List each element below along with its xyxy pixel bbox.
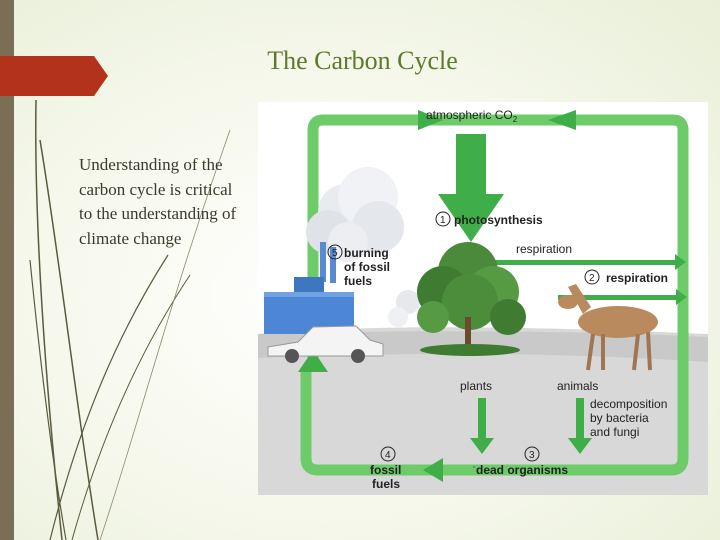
- slide-title: The Carbon Cycle: [240, 46, 485, 76]
- step-1-number: 1: [440, 215, 446, 226]
- dead-organisms-label: dead organisms: [476, 463, 568, 477]
- plant-respiration-label: respiration: [516, 242, 572, 256]
- title-tab-shape: [0, 56, 108, 96]
- burning-label-line3: fuels: [344, 274, 372, 288]
- step-4-number: 4: [385, 450, 391, 461]
- step-3-number: 3: [529, 450, 535, 461]
- animal-respiration-label: respiration: [606, 271, 668, 285]
- svg-text:atmospheric CO2: atmospheric CO2: [426, 108, 518, 124]
- slide-body-text: Understanding of the carbon cycle is cri…: [79, 153, 239, 251]
- photosynthesis-label: photosynthesis: [454, 213, 543, 227]
- atmospheric-co2-label: atmospheric CO: [426, 108, 513, 122]
- decomposition-line2: by bacteria: [590, 411, 649, 425]
- plants-label: plants: [460, 379, 492, 393]
- burning-label-line1: burning: [344, 246, 389, 260]
- carbon-cycle-figure: atmospheric CO2 1 photosynthesis respira…: [258, 102, 708, 495]
- animals-label: animals: [557, 379, 598, 393]
- co2-subscript: 2: [513, 115, 518, 124]
- decomposition-line1: decomposition: [590, 397, 667, 411]
- step-5-number: 5: [332, 248, 338, 259]
- fossil-fuels-line2: fuels: [372, 477, 400, 491]
- burning-label-line2: of fossil: [344, 260, 390, 274]
- step-2-number: 2: [589, 273, 595, 284]
- decomposition-line3: and fungi: [590, 425, 639, 439]
- fossil-fuels-line1: fossil: [370, 463, 401, 477]
